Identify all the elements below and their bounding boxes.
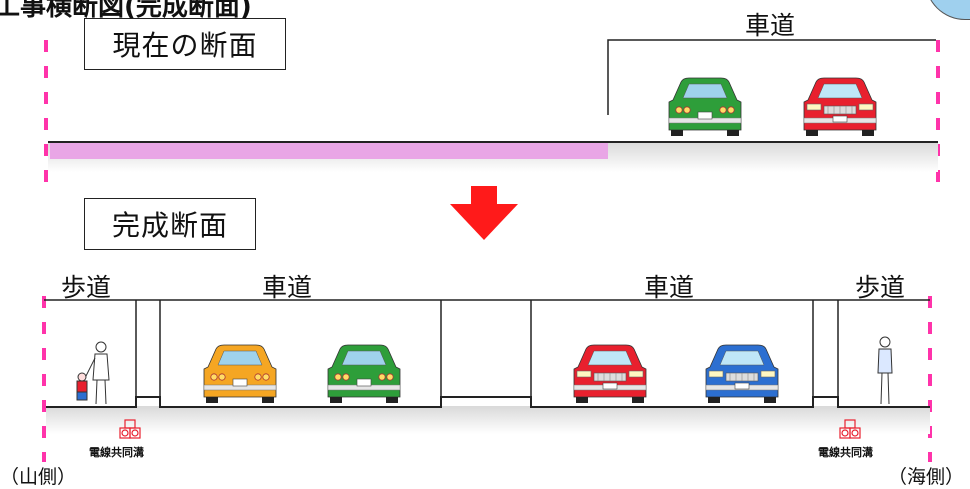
left-sidewalk-label: 歩道 — [61, 273, 112, 302]
sea-side-label: （海側） — [888, 466, 965, 488]
right-sidewalk-label: 歩道 — [855, 273, 906, 302]
current-section-label: 現在の断面 — [84, 18, 286, 70]
completed-ground-profile — [46, 396, 930, 408]
page-title: 工事横断図(完成断面) — [0, 0, 252, 22]
utility-cable-icon — [839, 419, 861, 439]
car-rear-icon — [668, 77, 742, 137]
left-roadway-label: 車道 — [262, 273, 313, 302]
pedestrian-icon — [76, 341, 110, 405]
lane-dividers — [135, 300, 839, 404]
car-rear-icon — [803, 77, 877, 137]
utility-cable-icon — [119, 419, 141, 439]
car-rear-icon — [327, 344, 401, 404]
car-rear-icon — [705, 344, 779, 404]
car-rear-icon — [573, 344, 647, 404]
car-rear-icon — [203, 344, 277, 404]
right-utility-label: 電線共同溝 — [818, 446, 873, 459]
down-arrow-icon — [450, 186, 518, 240]
left-utility-label: 電線共同溝 — [89, 446, 144, 459]
widening-area — [50, 143, 608, 159]
completed-section-label: 完成断面 — [84, 198, 256, 250]
pedestrian-icon — [877, 336, 893, 405]
right-roadway-label: 車道 — [644, 273, 695, 302]
current-roadway-label: 車道 — [745, 11, 796, 40]
mountain-side-label: （山側） — [0, 466, 77, 488]
roadway-bracket — [607, 39, 936, 115]
